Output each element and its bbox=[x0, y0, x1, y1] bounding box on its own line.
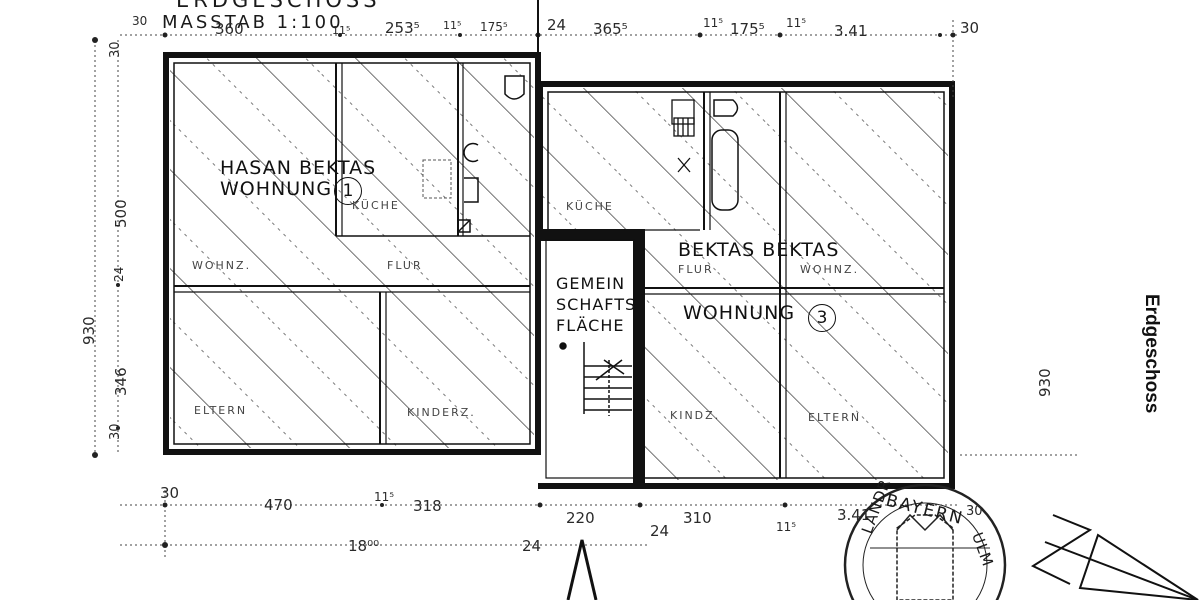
apartment-3-hatch bbox=[543, 88, 948, 480]
dim-bottom-2: 11⁵ bbox=[374, 490, 395, 504]
dim-bottom-1: 470 bbox=[264, 496, 293, 514]
dim-top-5: 175⁵ bbox=[480, 20, 508, 34]
dim-right-total: 930 bbox=[1036, 368, 1054, 397]
dim-top-6: 24 bbox=[547, 16, 567, 34]
room-apt1-kitchen: KÜCHE bbox=[352, 199, 400, 212]
dim-bottom-7: 11⁵ bbox=[776, 520, 797, 534]
room-apt3-parents: ELTERN bbox=[808, 411, 862, 424]
dim-top-2: 11⁵ bbox=[332, 24, 351, 37]
room-apt3-kitchen: KÜCHE bbox=[566, 200, 614, 213]
dim-bottom-total: 18⁰⁰ bbox=[348, 537, 380, 555]
room-apt3-hall: FLUR bbox=[678, 263, 714, 276]
toilet-icon bbox=[504, 75, 525, 100]
apartment-1-number: 1 bbox=[334, 177, 362, 205]
sink-icon bbox=[457, 142, 479, 233]
dim-top-12: 30 bbox=[960, 19, 980, 37]
dim-bottom-5: 24 bbox=[650, 522, 670, 540]
common-area-label-3: FLÄCHE bbox=[556, 316, 625, 335]
dim-top-9: 175⁵ bbox=[730, 20, 765, 38]
dim-bottom-3: 318 bbox=[413, 497, 442, 515]
dim-left-3: 346 bbox=[112, 367, 130, 396]
staircase-icon bbox=[559, 342, 632, 416]
drawing-scale: MASSTAB 1:100 bbox=[162, 12, 344, 33]
north-arrow-icon bbox=[566, 539, 598, 600]
dim-top-8: 11⁵ bbox=[703, 16, 724, 30]
dim-top-10: 11⁵ bbox=[786, 16, 807, 30]
apartment-3-tenant: BEKTAS BEKTAS bbox=[678, 239, 840, 261]
dim-bottom-9: 30 bbox=[966, 504, 983, 519]
dim-bottom-6: 310 bbox=[683, 509, 712, 527]
dim-bottom-8: 3.41 bbox=[837, 506, 871, 524]
dim-top-3: 253⁵ bbox=[385, 19, 420, 37]
stove-icon bbox=[671, 99, 695, 173]
dim-left-1: 500 bbox=[112, 199, 130, 228]
kitchen-counter-icon bbox=[422, 159, 452, 199]
common-area-label-1: GEMEIN bbox=[556, 274, 626, 293]
dim-top-0: 30 bbox=[132, 14, 148, 28]
common-area-walls bbox=[538, 229, 645, 489]
room-apt3-living: WOHNZ. bbox=[800, 263, 860, 276]
official-stamp bbox=[843, 483, 1007, 600]
dim-top-7: 365⁵ bbox=[593, 20, 628, 38]
apartment-1-hatch bbox=[170, 58, 534, 448]
room-apt1-parents: ELTERN bbox=[194, 404, 248, 417]
dim-top-4: 11⁵ bbox=[443, 19, 462, 32]
drawing-title: ERDGESCHOSS bbox=[176, 0, 381, 12]
room-apt1-children: KINDERZ. bbox=[407, 406, 476, 419]
dim-left-0: 30 bbox=[108, 41, 123, 58]
apartment-3-number: 3 bbox=[808, 304, 836, 332]
dim-top-11: 3.41 bbox=[834, 22, 868, 40]
dim-bottom-0: 30 bbox=[160, 484, 180, 502]
dim-bottom-4: 220 bbox=[566, 509, 595, 527]
room-apt1-living: WOHNZ. bbox=[192, 259, 252, 272]
apartment-1-label: WOHNUNG bbox=[220, 178, 333, 200]
dim-left-4: 30 bbox=[108, 423, 123, 440]
sketch-mark bbox=[1030, 514, 1199, 600]
dim-bottom-extra: 24 bbox=[522, 537, 542, 555]
apartment-1-tenant: HASAN BEKTAS bbox=[220, 157, 377, 179]
room-apt1-hall: FLUR bbox=[387, 259, 423, 272]
dim-left-total: 930 bbox=[80, 316, 98, 345]
apartment-3-label: WOHNUNG bbox=[683, 302, 796, 324]
dim-top-1: 360 bbox=[215, 20, 244, 38]
common-area-label-2: SCHAFTS bbox=[556, 295, 637, 314]
dim-left-2: 24 bbox=[112, 266, 126, 282]
side-title: Erdgeschoss bbox=[1141, 294, 1162, 414]
apartment-1-walls bbox=[163, 52, 541, 455]
room-apt3-children: KINDZ. bbox=[670, 409, 721, 422]
bathtub-icon bbox=[711, 99, 739, 211]
